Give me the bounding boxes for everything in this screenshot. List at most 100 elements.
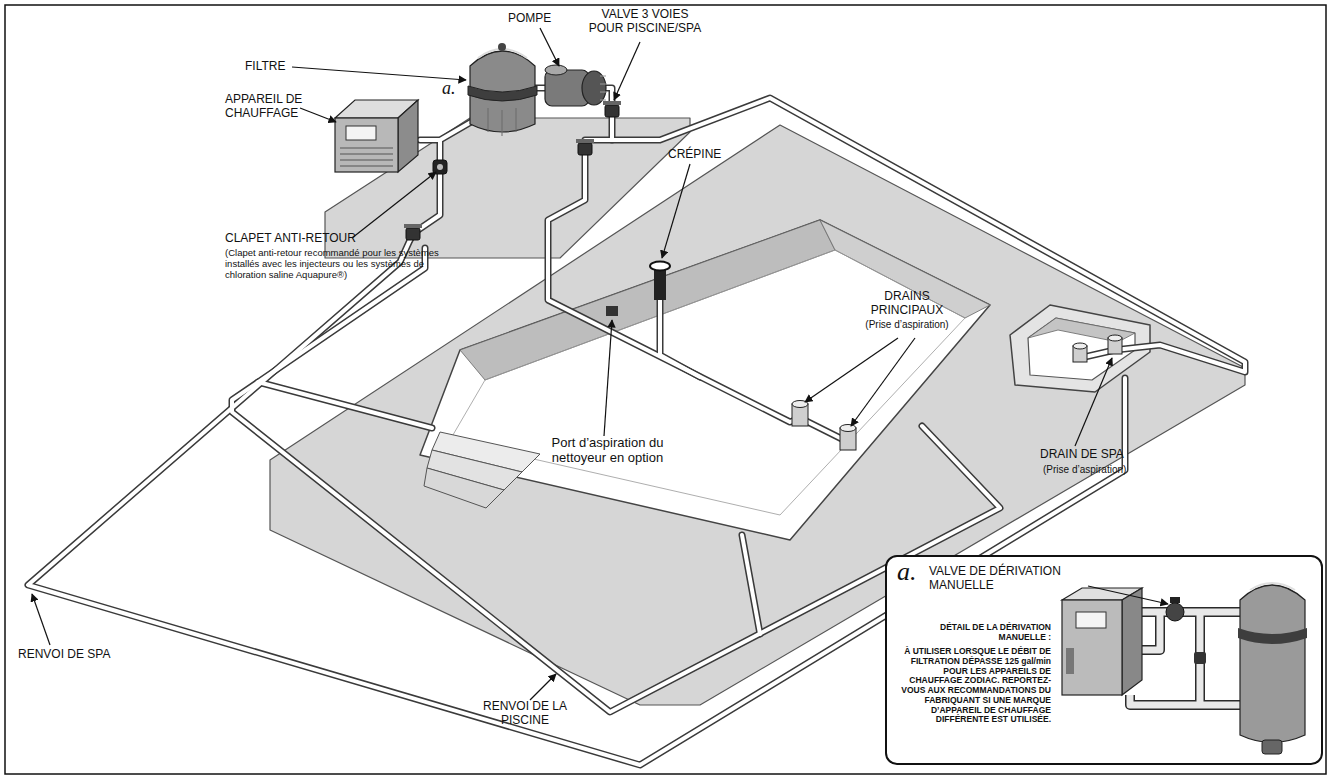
cleaner-port — [606, 306, 618, 316]
detail-filter — [1262, 740, 1282, 754]
part-label: RENVOI DE SPA — [18, 648, 110, 662]
leader-arrow — [851, 338, 915, 426]
bypass-valve-symbol — [1170, 597, 1180, 603]
detail-heater — [1062, 600, 1122, 695]
pump-unit — [582, 71, 606, 105]
part-note: (Clapet anti-retour recommandé pour les … — [225, 248, 445, 281]
heater-unit — [340, 148, 393, 166]
spa-drain — [1073, 343, 1087, 349]
leader-arrow — [1088, 586, 1168, 604]
pipe-outline — [548, 150, 848, 442]
filter-tank — [488, 108, 516, 136]
check-valve-symbol — [437, 164, 443, 170]
detail-heater — [1062, 588, 1142, 600]
callout-letter: a. — [442, 78, 456, 99]
part-label: DRAINS PRINCIPAUX — [862, 290, 952, 318]
part-label: Port d’aspiration du nettoyeur en option — [525, 436, 690, 466]
filter-tank — [468, 86, 537, 101]
detail-heater — [1122, 588, 1142, 695]
leader-arrow — [805, 338, 898, 402]
pump-unit — [545, 65, 567, 75]
pump-unit — [545, 65, 607, 106]
detail-heater — [1062, 588, 1142, 695]
skimmer — [650, 262, 670, 301]
pipe-outline — [612, 98, 1245, 372]
valve-symbol — [605, 105, 619, 117]
pipe-outline — [28, 240, 1125, 765]
valve-symbol — [406, 228, 420, 240]
spa-basin — [1028, 318, 1135, 380]
outer-frame — [5, 5, 1326, 774]
heater-unit — [335, 118, 398, 172]
pipe-fill — [28, 240, 1125, 765]
leader-arrow — [662, 164, 690, 258]
skimmer — [650, 262, 670, 271]
spa-drain — [1073, 335, 1122, 362]
part-note: (Prise d’aspiration) — [1043, 464, 1126, 476]
leader-arrow — [1075, 358, 1112, 446]
part-label: POMPE — [508, 12, 551, 26]
bypass-valve-symbol — [1166, 597, 1206, 664]
pool-basin — [460, 220, 835, 380]
valve-symbol — [576, 139, 594, 143]
part-label: APPAREIL DE CHAUFFAGE — [225, 93, 325, 121]
pipe-outline — [258, 382, 760, 634]
main-drain — [840, 425, 856, 432]
leader-arrow — [604, 320, 612, 436]
detail-note: À UTILISER LORSQUE LE DÉBIT DE FILTRATIO… — [893, 647, 1051, 725]
heater-unit — [398, 100, 418, 172]
detail-filter — [1238, 628, 1307, 644]
part-note: (Prise d’aspiration) — [852, 319, 962, 331]
valve-symbol — [404, 101, 621, 240]
part-label: DRAIN DE SPA — [1040, 448, 1124, 462]
pump-unit — [600, 76, 607, 100]
detail-filter — [1250, 583, 1295, 590]
valve-symbol — [578, 143, 592, 155]
main-drain — [792, 401, 856, 451]
heater-unit — [335, 100, 418, 172]
inset-letter: a. — [897, 557, 917, 587]
detail-heading: DÉTAIL DE LA DÉRIVATION MANUELLE : — [893, 623, 1051, 643]
pipe-fill — [612, 98, 1245, 372]
part-label: RENVOI DE LA PISCINE — [470, 700, 580, 728]
pipe-fill — [548, 150, 848, 442]
leader-arrow — [530, 674, 556, 700]
detail-pipes — [1130, 612, 1240, 705]
leader-arrow — [32, 594, 50, 645]
detail-filter — [1240, 585, 1305, 743]
filter-tank — [468, 43, 537, 136]
spa-drain — [1108, 335, 1122, 341]
part-label: VALVE 3 VOIES POUR PISCINE/SPA — [585, 8, 705, 36]
part-label: VALVE DE DÉRIVATION MANUELLE — [929, 565, 1089, 593]
part-label: FILTRE — [245, 60, 285, 74]
filter-tank — [498, 43, 506, 51]
detail-heater — [1076, 612, 1106, 628]
leader-arrow — [540, 28, 559, 66]
leader-arrow — [1088, 586, 1168, 604]
check-valve-symbol — [433, 160, 447, 174]
cleaner-port — [606, 306, 618, 316]
leader-arrow — [352, 172, 436, 238]
detail-inset-box: a. VALVE DE DÉRIVATION MANUELLE DÉTAIL DE … — [885, 555, 1323, 765]
pool-steps — [424, 432, 540, 508]
detail-filter — [1238, 583, 1307, 754]
pool-steps — [424, 468, 504, 508]
leader-arrow — [292, 67, 466, 80]
leader-arrow — [300, 108, 336, 122]
valve-symbol — [404, 224, 422, 228]
check-valve-symbol — [433, 160, 447, 174]
heater-unit — [346, 126, 376, 140]
pool-basin — [820, 220, 990, 318]
part-label: CRÉPINE — [668, 148, 721, 162]
detail-pipes — [1130, 612, 1240, 705]
part-label: CLAPET ANTI-RETOUR — [225, 232, 356, 246]
valve-symbol — [603, 101, 621, 105]
skimmer — [654, 268, 666, 300]
detail-heater — [1066, 648, 1074, 674]
bypass-valve-symbol — [1194, 652, 1206, 664]
bypass-valve-symbol — [1166, 603, 1184, 621]
spa-basin — [1028, 318, 1135, 342]
